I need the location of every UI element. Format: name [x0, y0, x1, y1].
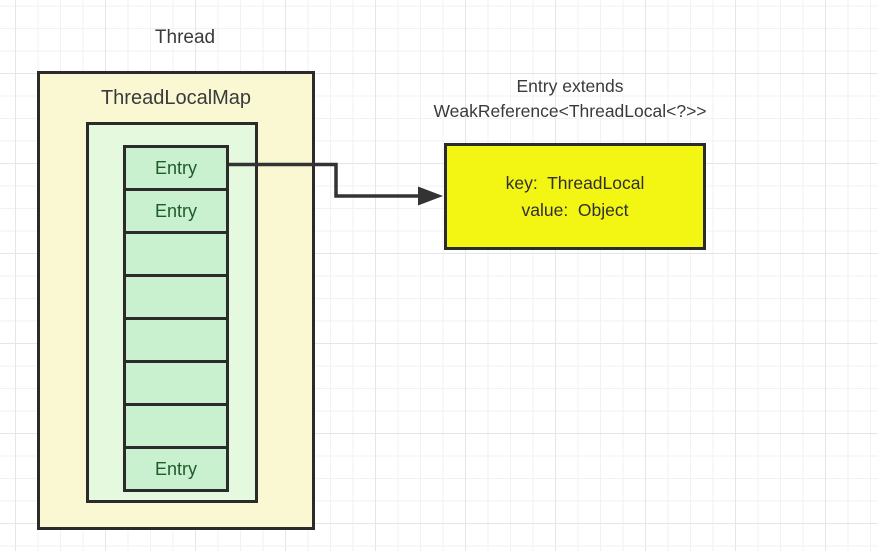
- entry-table: Entry Entry Entry: [123, 145, 229, 492]
- arrow-head-icon: [418, 186, 443, 206]
- entry-cell-7: Entry: [126, 449, 226, 489]
- entry-cell-0: Entry: [126, 148, 226, 191]
- entry-cell-label: Entry: [154, 157, 197, 178]
- entry-note: Entry extends WeakReference<ThreadLocal<…: [398, 74, 742, 124]
- entry-note-line2: WeakReference<ThreadLocal<?>>: [433, 101, 707, 121]
- entry-cell-2: [126, 234, 226, 277]
- entry-cell-label: Entry: [154, 200, 197, 221]
- threadlocalmap-title: ThreadLocalMap: [100, 87, 252, 109]
- entry-cell-1: Entry: [126, 191, 226, 234]
- entry-cell-4: [126, 320, 226, 363]
- entry-cell-3: [126, 277, 226, 320]
- entry-note-line1: Entry extends: [516, 76, 624, 96]
- entry-cell-label: Entry: [154, 458, 197, 479]
- entry-key-line: key: ThreadLocal: [505, 172, 645, 193]
- entry-value-line: value: Object: [521, 199, 629, 220]
- entry-cell-5: [126, 363, 226, 406]
- entry-cell-6: [126, 406, 226, 449]
- entry-detail-box: key: ThreadLocal value: Object: [444, 143, 706, 250]
- thread-label: Thread: [154, 27, 216, 48]
